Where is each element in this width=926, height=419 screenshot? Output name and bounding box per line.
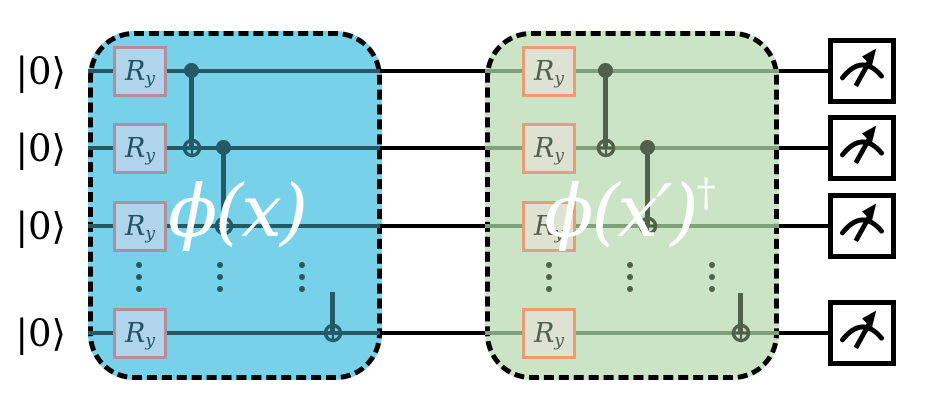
measurement-gauge-icon (837, 122, 887, 174)
cnot-connector-line (603, 71, 608, 148)
ry-gate-label: R (125, 318, 146, 349)
ellipsis-dot (217, 286, 223, 292)
cnot-connector-line (645, 148, 650, 226)
cnot-connector-line (189, 71, 194, 148)
qubit-ket-label: |0⟩ (15, 49, 66, 93)
measurement-gauge-icon (837, 45, 887, 97)
qubit-wire-segment (380, 224, 485, 228)
qubit-wire-segment (88, 146, 382, 150)
qubit-wire-segment (485, 224, 779, 228)
ellipsis-dot (217, 274, 223, 280)
ellipsis-dot (546, 262, 552, 268)
ellipsis-dot (299, 286, 305, 292)
measurement-box (828, 38, 896, 104)
cnot-target-icon (181, 137, 203, 159)
ry-gate-label: R (534, 211, 555, 242)
cnot-control-dot (184, 63, 199, 78)
qubit-wire-segment (485, 69, 779, 73)
qubit-ket-label: |0⟩ (15, 204, 66, 248)
ellipsis-dot (299, 262, 305, 268)
qubit-wire-segment (485, 146, 779, 150)
ry-gate-subscript: y (145, 331, 155, 351)
ellipsis-dot (546, 274, 552, 280)
ellipsis-dot (709, 286, 715, 292)
ellipsis-dots-column (299, 262, 305, 292)
ellipsis-dot (709, 274, 715, 280)
ry-gate-subscript: y (554, 224, 564, 244)
ellipsis-dot (627, 274, 633, 280)
feature-map-label-text: ϕ(x) (168, 169, 308, 253)
ellipsis-dots-column (217, 262, 223, 292)
qubit-wire-segment (779, 331, 829, 335)
ellipsis-dot (709, 262, 715, 268)
measurement-gauge-icon (837, 307, 887, 359)
qubit-wire-segment (380, 331, 485, 335)
ellipsis-dot (136, 274, 142, 280)
qubit-ket-label: |0⟩ (15, 311, 66, 355)
measurement-gauge-icon (837, 200, 887, 252)
dagger-superscript: † (696, 171, 716, 215)
ry-gate-subscript: y (145, 69, 155, 89)
qubit-wire-segment (380, 69, 485, 73)
qubit-wire-segment (88, 69, 382, 73)
cnot-target-icon (595, 137, 617, 159)
measurement-box (828, 300, 896, 366)
cnot-control-dot (598, 63, 613, 78)
ellipsis-dots-column (627, 262, 633, 292)
ellipsis-dots-column (709, 262, 715, 292)
qubit-wire-segment (380, 146, 485, 150)
cnot-target-icon (322, 322, 344, 344)
cnot-target-icon (730, 322, 752, 344)
cnot-control-dot (640, 140, 655, 155)
qubit-wire-segment (779, 69, 829, 73)
ry-gate-label: R (534, 133, 555, 164)
ellipsis-dot (627, 262, 633, 268)
inverse-feature-map-label-text: ϕ(x′) (544, 169, 698, 253)
ry-gate-label: R (125, 56, 146, 87)
ellipsis-dot (546, 286, 552, 292)
qubit-wire-segment (485, 331, 779, 335)
cnot-target-icon (637, 215, 659, 237)
ry-gate-subscript: y (145, 146, 155, 166)
ellipsis-dots-column (136, 262, 142, 292)
ellipsis-dot (136, 286, 142, 292)
measurement-box (828, 115, 896, 181)
ry-gate-subscript: y (145, 224, 155, 244)
cnot-connector-line (738, 293, 743, 333)
ellipsis-dot (299, 274, 305, 280)
feature-map-label: ϕ(x) (168, 175, 308, 247)
cnot-control-dot (216, 140, 231, 155)
ellipsis-dots-column (546, 262, 552, 292)
qubit-wire-segment (779, 224, 829, 228)
ry-gate-subscript: y (554, 69, 564, 89)
measurement-box (828, 193, 896, 259)
ellipsis-dot (217, 262, 223, 268)
ry-gate-subscript: y (554, 146, 564, 166)
qubit-wire-segment (88, 331, 382, 335)
ry-gate-subscript: y (554, 331, 564, 351)
cnot-connector-line (330, 292, 335, 333)
ry-gate-label: R (534, 56, 555, 87)
ry-gate-label: R (125, 211, 146, 242)
qubit-wire-segment (779, 146, 829, 150)
inverse-feature-map-label: ϕ(x′)† (544, 174, 715, 247)
ellipsis-dot (136, 262, 142, 268)
cnot-target-icon (213, 215, 235, 237)
qubit-ket-label: |0⟩ (15, 126, 66, 170)
ry-gate-label: R (534, 318, 555, 349)
qubit-wire-segment (88, 224, 382, 228)
ellipsis-dot (627, 286, 633, 292)
ry-gate-label: R (125, 133, 146, 164)
cnot-connector-line (221, 148, 226, 226)
